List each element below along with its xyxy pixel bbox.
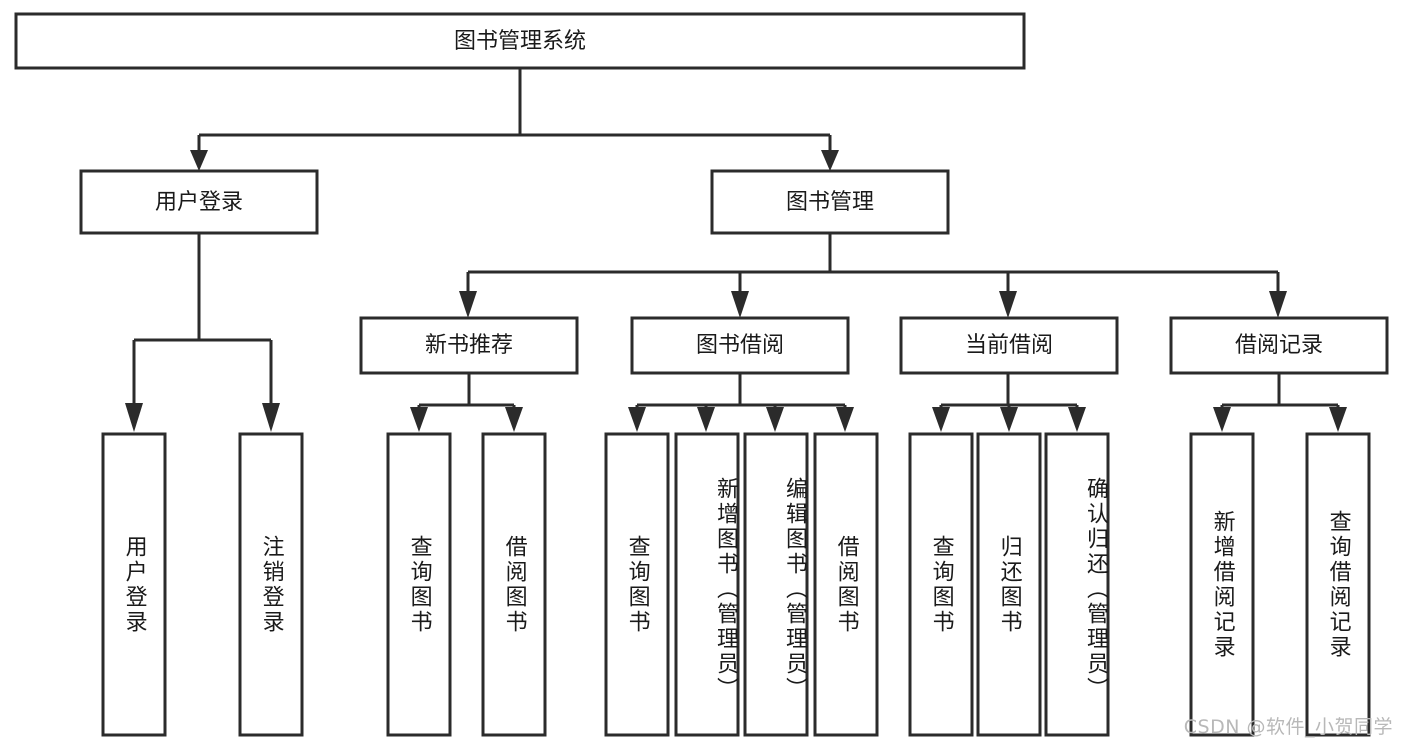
node-book-borrow-label: 图书借阅	[696, 333, 784, 358]
leaf-box-nb-borrow-book[interactable]	[481, 432, 547, 737]
leaf-box-cb-return-book[interactable]	[976, 432, 1042, 737]
arrow-head-br-leaf-1	[1213, 407, 1231, 432]
leaf-box-cb-query-book[interactable]	[908, 432, 974, 737]
node-box-group: 图书管理系统 用户登录 图书管理 新书推荐 图书借阅 当前借阅 借阅记录	[14, 12, 1389, 737]
arrow-head-br-leaf-2	[1329, 407, 1347, 432]
leaf-box-bb-edit-book[interactable]	[743, 432, 809, 737]
leaf-box-user-login[interactable]	[101, 432, 167, 737]
arrow-head-leaf-logout	[262, 403, 280, 432]
arrow-head-bb-leaf-2	[697, 407, 715, 432]
arrow-head-book-mgmt	[821, 150, 839, 171]
arrow-head-nb-leaf-1	[410, 407, 428, 432]
node-borrow-record-label: 借阅记录	[1235, 333, 1323, 358]
arrow-head-user-login	[190, 150, 208, 171]
arrow-head-cb-leaf-3	[1068, 407, 1086, 432]
arrow-head-new-book	[459, 291, 477, 318]
connector-group	[125, 68, 1347, 432]
arrow-head-nb-leaf-2	[505, 407, 523, 432]
arrow-head-leaf-user-login	[125, 403, 143, 432]
arrow-head-current-borrow	[999, 291, 1017, 318]
node-current-borrow-label: 当前借阅	[965, 333, 1053, 358]
leaf-box-br-query-record[interactable]	[1305, 432, 1371, 737]
node-book-management-box[interactable]	[710, 169, 950, 235]
leaf-box-logout[interactable]	[238, 432, 304, 737]
node-user-login-label: 用户登录	[155, 190, 243, 215]
arrow-head-bb-leaf-1	[628, 407, 646, 432]
node-root-box[interactable]	[14, 12, 1026, 70]
arrow-head-cb-leaf-2	[1000, 407, 1018, 432]
arrow-head-cb-leaf-1	[932, 407, 950, 432]
leaf-box-bb-add-book[interactable]	[674, 432, 740, 737]
node-book-borrow-box[interactable]	[630, 316, 850, 375]
csdn-watermark: CSDN @软件_小贺同学	[1183, 716, 1393, 738]
leaf-box-nb-query-book[interactable]	[386, 432, 452, 737]
arrow-head-bb-leaf-3	[766, 407, 784, 432]
arrow-head-book-borrow	[731, 291, 749, 318]
arrow-head-bb-leaf-4	[836, 407, 854, 432]
node-new-book-recommend-box[interactable]	[359, 316, 579, 375]
arrow-head-borrow-record	[1269, 291, 1287, 318]
node-new-book-recommend-label: 新书推荐	[425, 333, 513, 358]
node-current-borrow-box[interactable]	[899, 316, 1119, 375]
node-root-label: 图书管理系统	[454, 29, 586, 54]
node-user-login-box[interactable]	[79, 169, 319, 235]
leaf-box-bb-query-book[interactable]	[604, 432, 670, 737]
leaf-box-bb-borrow-book[interactable]	[813, 432, 879, 737]
leaf-box-cb-confirm-return[interactable]	[1044, 432, 1110, 737]
node-borrow-record-box[interactable]	[1169, 316, 1389, 375]
leaf-box-br-add-record[interactable]	[1189, 432, 1255, 737]
node-book-management-label: 图书管理	[786, 190, 874, 215]
